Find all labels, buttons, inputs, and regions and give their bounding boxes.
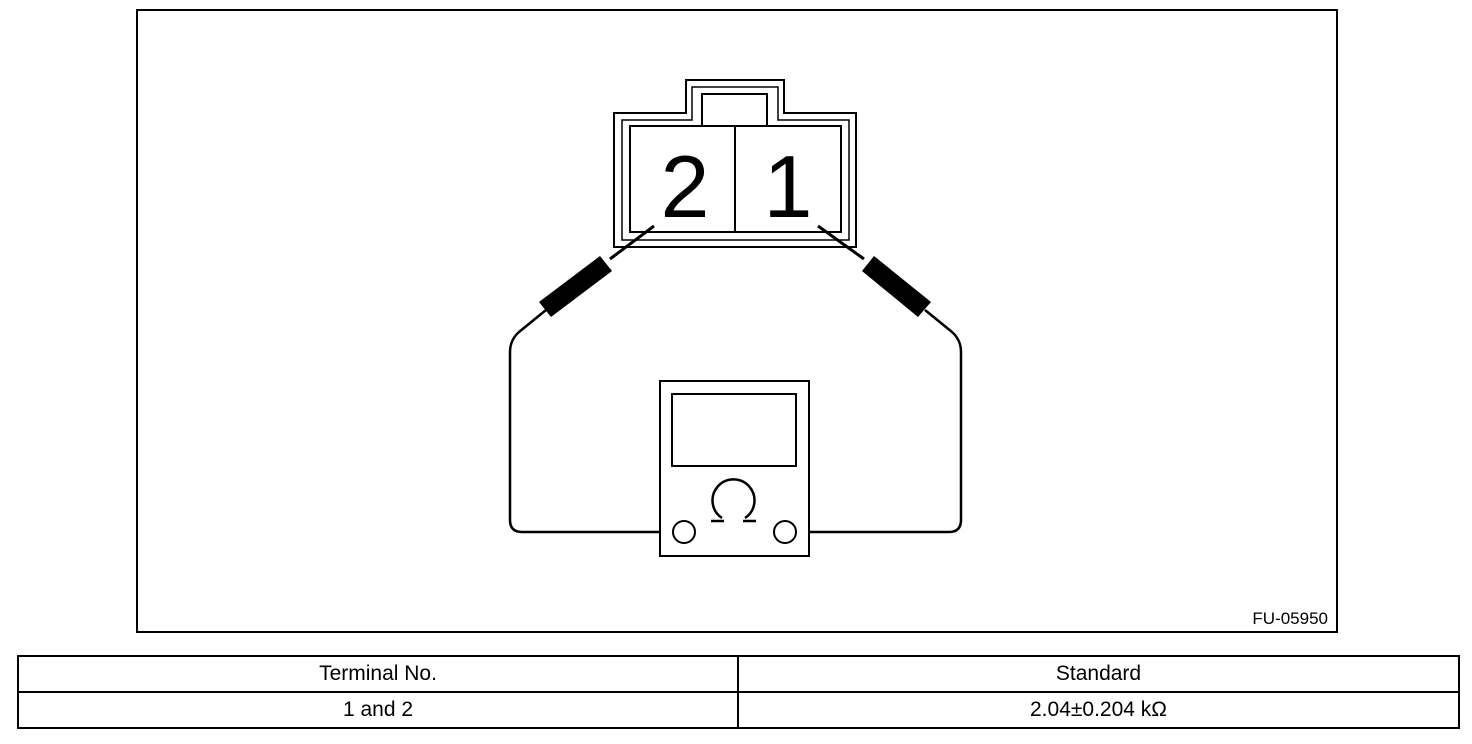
connector-inner-housing bbox=[621, 86, 850, 241]
resistance-spec-table: Terminal No. Standard 1 and 2 2.04±0.204… bbox=[17, 655, 1460, 729]
terminal-2-label: 2 bbox=[661, 137, 710, 236]
figure-frame bbox=[136, 9, 1338, 633]
ohm-icon bbox=[711, 478, 756, 523]
cell-standard: 2.04±0.204 kΩ bbox=[737, 691, 1460, 729]
table-row: 1 and 2 2.04±0.204 kΩ bbox=[17, 691, 1460, 729]
connector bbox=[613, 79, 857, 248]
ohmmeter-left-terminal bbox=[672, 520, 696, 544]
left-lead-wire bbox=[508, 309, 672, 534]
ohmmeter-display bbox=[671, 393, 797, 467]
header-standard: Standard bbox=[737, 655, 1460, 693]
terminal-1-label: 1 bbox=[764, 137, 813, 236]
table-header-row: Terminal No. Standard bbox=[17, 655, 1460, 693]
right-probe-handle bbox=[862, 256, 931, 317]
left-probe bbox=[539, 224, 655, 317]
right-probe bbox=[817, 224, 931, 317]
connector-resistance-diagram: 2 1 FU-05950 bbox=[136, 9, 1338, 633]
left-probe-handle bbox=[539, 256, 612, 317]
right-lead-wire bbox=[797, 309, 963, 534]
ohmmeter-right-terminal bbox=[773, 520, 797, 544]
ohmmeter bbox=[659, 380, 810, 557]
connector-outer-housing bbox=[613, 79, 857, 248]
figure-code: FU-05950 bbox=[1252, 609, 1328, 628]
cell-terminal: 1 and 2 bbox=[17, 691, 739, 729]
connector-lock-tab bbox=[701, 93, 768, 127]
header-terminal-no: Terminal No. bbox=[17, 655, 739, 693]
